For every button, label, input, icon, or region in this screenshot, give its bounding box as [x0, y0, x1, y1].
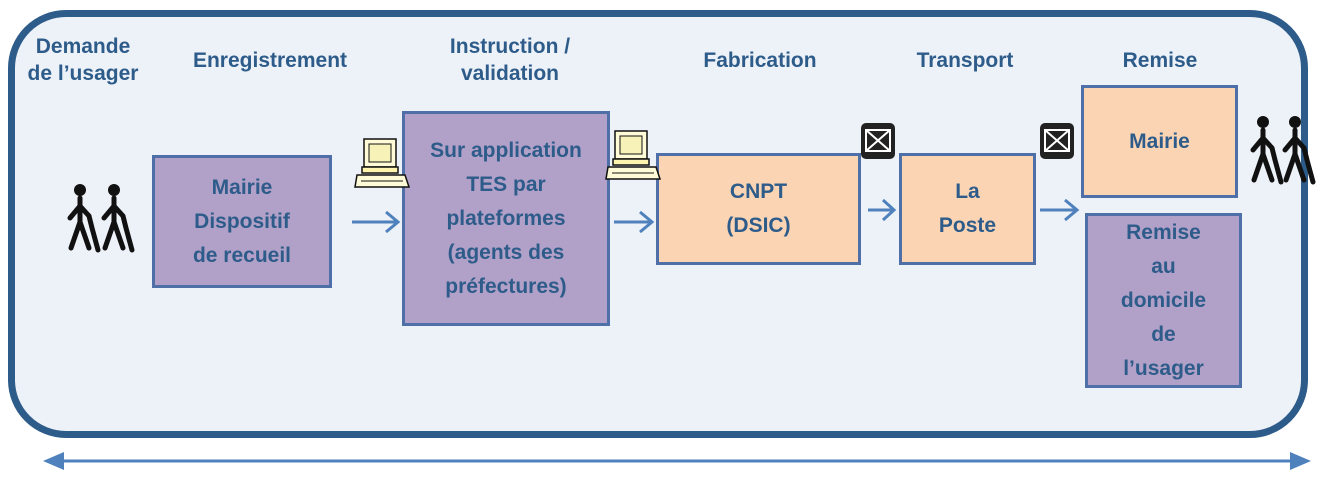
cnpt-box: CNPT (DSIC)	[656, 153, 861, 265]
stage-demande-label: Demande de l’usager	[27, 35, 139, 85]
envelope-icon-transport	[1039, 122, 1075, 160]
stage-fabrication-label: Fabrication	[703, 49, 817, 72]
mairie-recueil-box: Mairie Dispositif de recueil	[152, 155, 332, 288]
hikers-icon-start	[70, 184, 132, 250]
computer-icon-enregistrement	[354, 138, 410, 188]
flow-arrows	[352, 198, 1080, 234]
arrow-4	[1040, 198, 1080, 222]
timeline-arrow	[43, 452, 1311, 470]
envelope-icon-fabrication	[860, 122, 896, 160]
arrow-2	[614, 210, 655, 234]
la-poste-box: La Poste	[899, 153, 1036, 265]
stage-transport-label: Transport	[916, 49, 1014, 72]
arrow-1	[352, 210, 401, 234]
stage-remise-label: Remise	[1122, 49, 1198, 72]
arrow-3	[868, 198, 897, 222]
stage-enregistrement-label: Enregistrement	[192, 49, 348, 72]
mairie-remise-box: Mairie	[1081, 85, 1238, 198]
remise-domicile-box: Remise au domicile de l’usager	[1085, 213, 1242, 388]
hikers-icon-end	[1253, 116, 1313, 182]
stage-instruction-label: Instruction / validation	[449, 35, 571, 85]
computer-icon-instruction	[605, 130, 661, 180]
application-tes-box: Sur application TES par plateformes (age…	[402, 111, 610, 326]
